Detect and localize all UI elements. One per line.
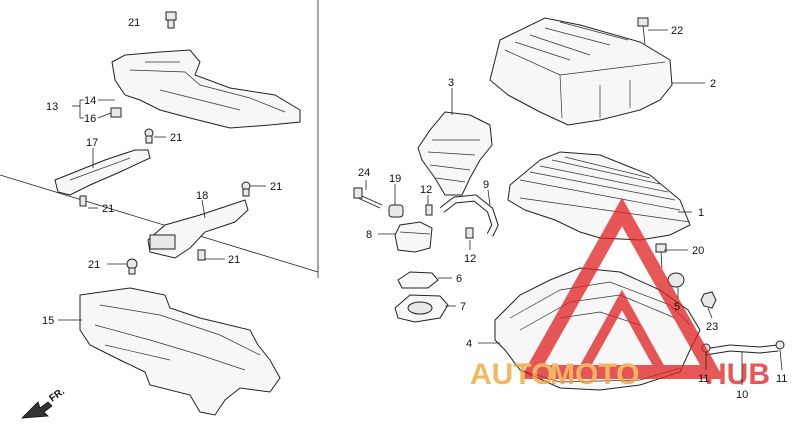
bolt-22: [637, 17, 649, 45]
label-22: 22: [671, 25, 683, 37]
part-resonator-8: [394, 221, 433, 253]
part-tube-9: [439, 194, 499, 237]
label-5: 5: [674, 301, 680, 313]
part-undercover-15: [79, 287, 281, 416]
label-13: 13: [46, 101, 58, 113]
part-seal-7: [394, 294, 449, 323]
label-21: 21: [102, 203, 114, 215]
clip-12: [465, 227, 474, 239]
watermark-text-auto: AUTO: [470, 358, 554, 391]
part-gasket-6: [397, 271, 439, 289]
label-16: 16: [84, 113, 96, 125]
part-cleaner-cover-2: [489, 17, 673, 126]
divider-line: [0, 174, 319, 273]
label-1: 1: [698, 207, 704, 219]
label-12: 12: [420, 184, 432, 196]
label-3: 3: [448, 77, 454, 89]
label-6: 6: [456, 273, 462, 285]
part-filter-element-1: [507, 151, 691, 241]
label-21: 21: [128, 17, 140, 29]
clip-21: [79, 195, 87, 207]
label-11: 11: [776, 373, 787, 385]
label-7: 7: [460, 301, 466, 313]
watermark-text-moto: MOTO: [550, 358, 639, 391]
clamp-11: [775, 340, 785, 350]
leader-lines: [58, 29, 783, 385]
label-14: 14: [84, 95, 96, 107]
label-4: 4: [466, 338, 472, 350]
label-20: 20: [692, 245, 704, 257]
callout-labels: 21 13 14 16 21 17 21 18 21 21 21 15 22 2…: [42, 17, 787, 401]
label-21: 21: [170, 132, 182, 144]
watermark-text-hub: HUB: [705, 358, 770, 391]
label-24: 24: [358, 167, 370, 179]
grommet-19: [388, 204, 404, 218]
clip-21-top: [165, 11, 177, 29]
label-18: 18: [196, 190, 208, 202]
label-19: 19: [389, 173, 401, 185]
nut-23: [700, 291, 717, 309]
part-hose-10: [704, 344, 779, 356]
part-duct-3: [417, 111, 493, 196]
front-direction-arrow: FR.: [20, 386, 67, 419]
label-9: 9: [483, 179, 489, 191]
label-8: 8: [366, 229, 372, 241]
label-21: 21: [88, 259, 100, 271]
clip-21: [241, 181, 251, 197]
part-16: [110, 107, 122, 118]
label-17: 17: [86, 137, 98, 149]
label-15: 15: [42, 315, 54, 327]
clip-21: [197, 249, 206, 261]
clip-12: [425, 204, 433, 216]
label-2: 2: [710, 78, 716, 90]
label-21: 21: [228, 254, 240, 266]
label-10: 10: [736, 389, 748, 401]
part-bracket-17: [54, 149, 151, 196]
clip-21: [126, 258, 138, 275]
label-23: 23: [706, 321, 718, 333]
bolt-20: [655, 243, 667, 269]
clip-21: [144, 128, 154, 144]
part-cover-14: [111, 49, 301, 129]
label-21: 21: [270, 181, 282, 193]
fr-label: FR.: [47, 386, 67, 404]
label-12: 12: [464, 253, 476, 265]
label-11: 11: [698, 373, 709, 385]
part-bracket-18: [147, 199, 249, 259]
watermark-logo: AUTO MOTO HUB: [470, 197, 770, 391]
bolt-24: [353, 187, 383, 209]
